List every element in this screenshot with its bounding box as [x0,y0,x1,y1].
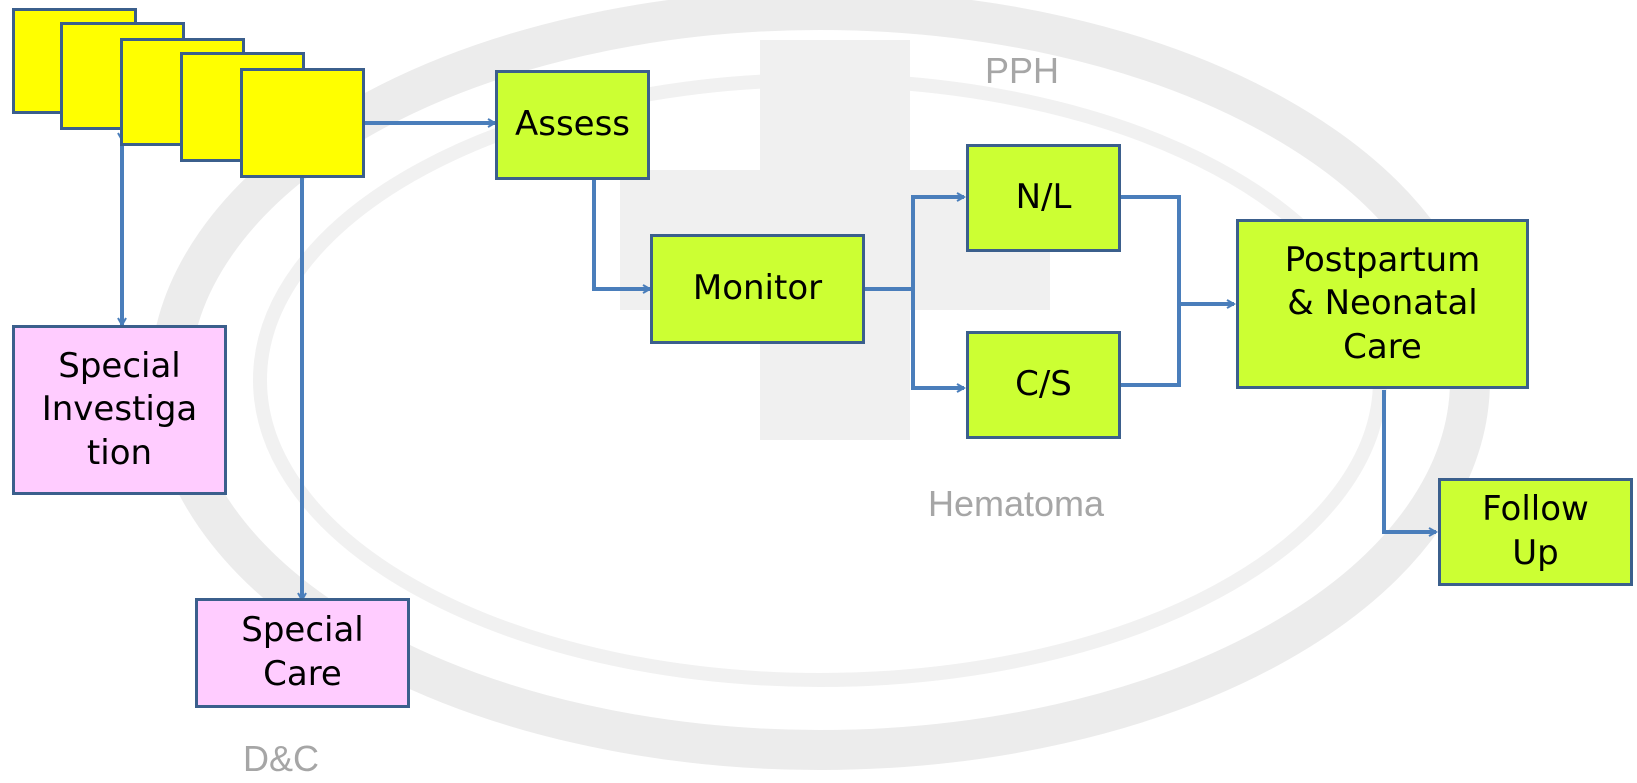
arrow-monitor-to-nl [863,197,964,291]
node-monitor: Monitor [650,234,865,344]
node-nl: N/L [966,144,1121,252]
arrow-postpartum-to-followup [1382,390,1436,532]
node-special-investigation: Special Investiga tion [12,325,227,495]
node-assess: Assess [495,70,650,180]
label-hematoma: Hematoma [928,483,1105,524]
arrow-monitor-to-cs [911,289,964,388]
arrow-nl-to-postpartum [1119,195,1181,304]
node-cs: C/S [966,331,1121,439]
node-special-care: Special Care [195,598,410,708]
stack-box-5 [240,68,365,178]
label-dc: D&C [243,738,320,779]
arrow-assess-to-monitor [592,178,650,289]
arrow-cs-to-postpartum [1119,304,1181,387]
node-postpartum: Postpartum & Neonatal Care [1236,219,1529,389]
node-follow-up: Follow Up [1438,478,1633,586]
label-pph: PPH [985,50,1060,91]
